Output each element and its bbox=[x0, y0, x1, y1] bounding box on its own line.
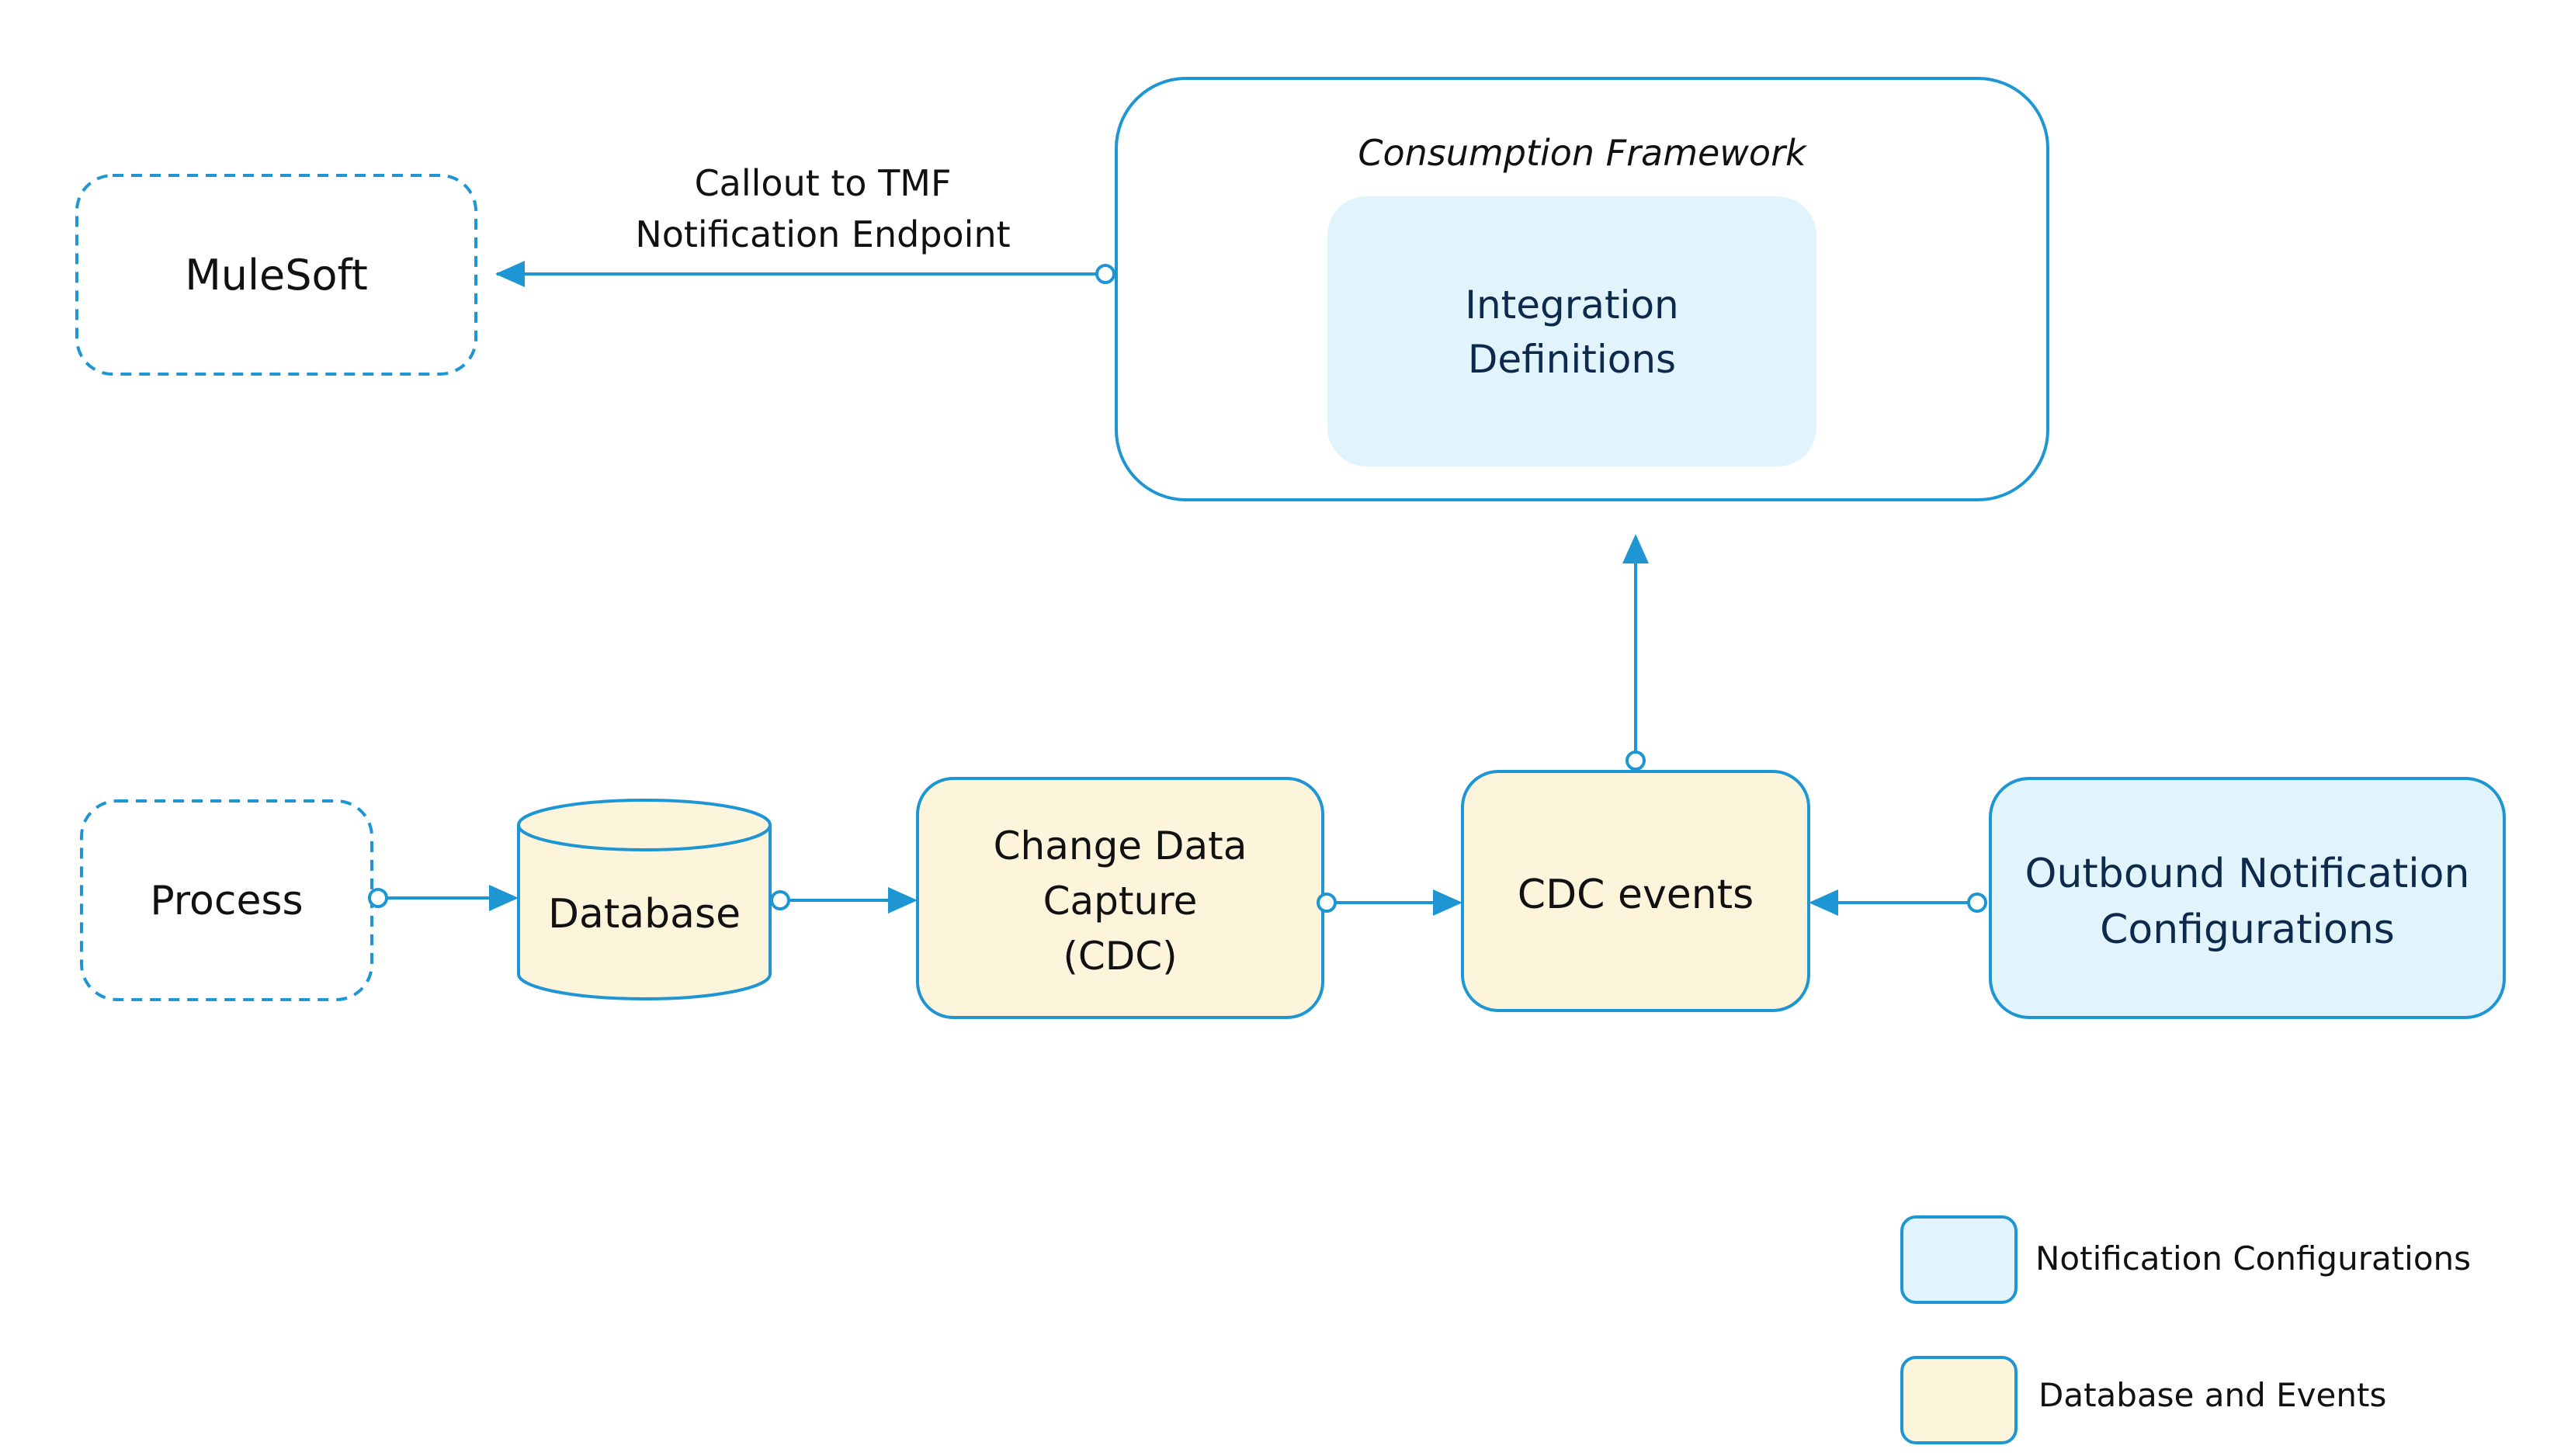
outbound-notification-node[interactable]: Outbound Notification Configurations bbox=[1989, 777, 2506, 1019]
cdc-events-node[interactable]: CDC events bbox=[1461, 770, 1810, 1012]
legend-swatch-database bbox=[1900, 1356, 2018, 1444]
outbound-notification-box bbox=[1989, 777, 2506, 1019]
arrowhead-framework bbox=[1622, 534, 1649, 563]
arrowhead-database bbox=[489, 885, 519, 911]
callout-edge-label-line2: Notification Endpoint bbox=[635, 213, 1010, 255]
database-label: Database bbox=[548, 891, 741, 938]
edge-database-to-cdc-port bbox=[770, 890, 790, 910]
edge-framework-to-mulesoft[interactable] bbox=[496, 264, 1115, 284]
edge-framework-to-mulesoft-port bbox=[1095, 264, 1115, 284]
consumption-framework-title: Consumption Framework bbox=[1358, 132, 1808, 174]
edge-database-to-cdc[interactable] bbox=[770, 887, 918, 913]
database-node[interactable]: Database bbox=[517, 799, 772, 1000]
legend: Notification Configurations Database and… bbox=[1900, 1215, 2471, 1444]
edge-process-to-database-port bbox=[368, 888, 388, 908]
arrowhead-cdc-events bbox=[1433, 889, 1462, 916]
outbound-notification-label: Outbound Notification bbox=[2025, 851, 2470, 897]
process-node[interactable]: Process bbox=[80, 799, 373, 1001]
cdc-events-label: CDC events bbox=[1518, 872, 1754, 918]
integration-definitions-box bbox=[1327, 196, 1816, 466]
arrowhead-cdc bbox=[888, 887, 918, 913]
outbound-notification-label-line2: Configurations bbox=[2100, 907, 2395, 953]
mulesoft-node[interactable]: MuleSoft bbox=[75, 174, 477, 376]
edge-cdc-to-cdc-events[interactable] bbox=[1317, 889, 1462, 916]
edge-cdc-events-to-framework-port bbox=[1626, 751, 1646, 771]
edge-process-to-database[interactable] bbox=[368, 885, 519, 911]
database-cylinder-top bbox=[517, 799, 772, 851]
database-cylinder-body bbox=[517, 825, 772, 1000]
cdc-label: Change Data bbox=[994, 823, 1247, 868]
integration-definitions-label-line2: Definitions bbox=[1468, 337, 1676, 382]
arrowhead-cdc-events-right bbox=[1809, 889, 1838, 916]
legend-label-notification: Notification Configurations bbox=[2035, 1239, 2471, 1277]
arrowhead-mulesoft bbox=[495, 261, 525, 287]
cdc-node[interactable]: Change Data Capture (CDC) bbox=[916, 777, 1324, 1019]
edge-outbound-to-cdc-events[interactable] bbox=[1809, 889, 1987, 916]
integration-definitions-label: Integration bbox=[1465, 283, 1679, 328]
consumption-framework-container[interactable]: Consumption Framework Integration Defini… bbox=[1115, 77, 2049, 501]
legend-item-notification-configurations: Notification Configurations bbox=[1900, 1215, 2471, 1304]
cdc-label-line2: Capture bbox=[1043, 879, 1198, 924]
legend-label-database: Database and Events bbox=[2038, 1376, 2386, 1414]
edge-cdc-to-cdc-events-port bbox=[1317, 893, 1337, 913]
integration-definitions-node[interactable]: Integration Definitions bbox=[1327, 196, 1816, 466]
edge-cdc-events-to-framework[interactable] bbox=[1622, 534, 1649, 771]
callout-edge-label: Callout to TMF bbox=[695, 162, 952, 204]
process-label: Process bbox=[150, 878, 303, 924]
cdc-label-line3: (CDC) bbox=[1063, 934, 1177, 979]
mulesoft-box bbox=[75, 174, 477, 376]
legend-swatch-notification bbox=[1900, 1215, 2018, 1304]
mulesoft-label: MuleSoft bbox=[185, 251, 368, 300]
legend-item-database-and-events: Database and Events bbox=[1900, 1356, 2386, 1444]
cdc-events-box bbox=[1461, 770, 1810, 1012]
edge-outbound-to-cdc-events-port bbox=[1967, 893, 1987, 913]
